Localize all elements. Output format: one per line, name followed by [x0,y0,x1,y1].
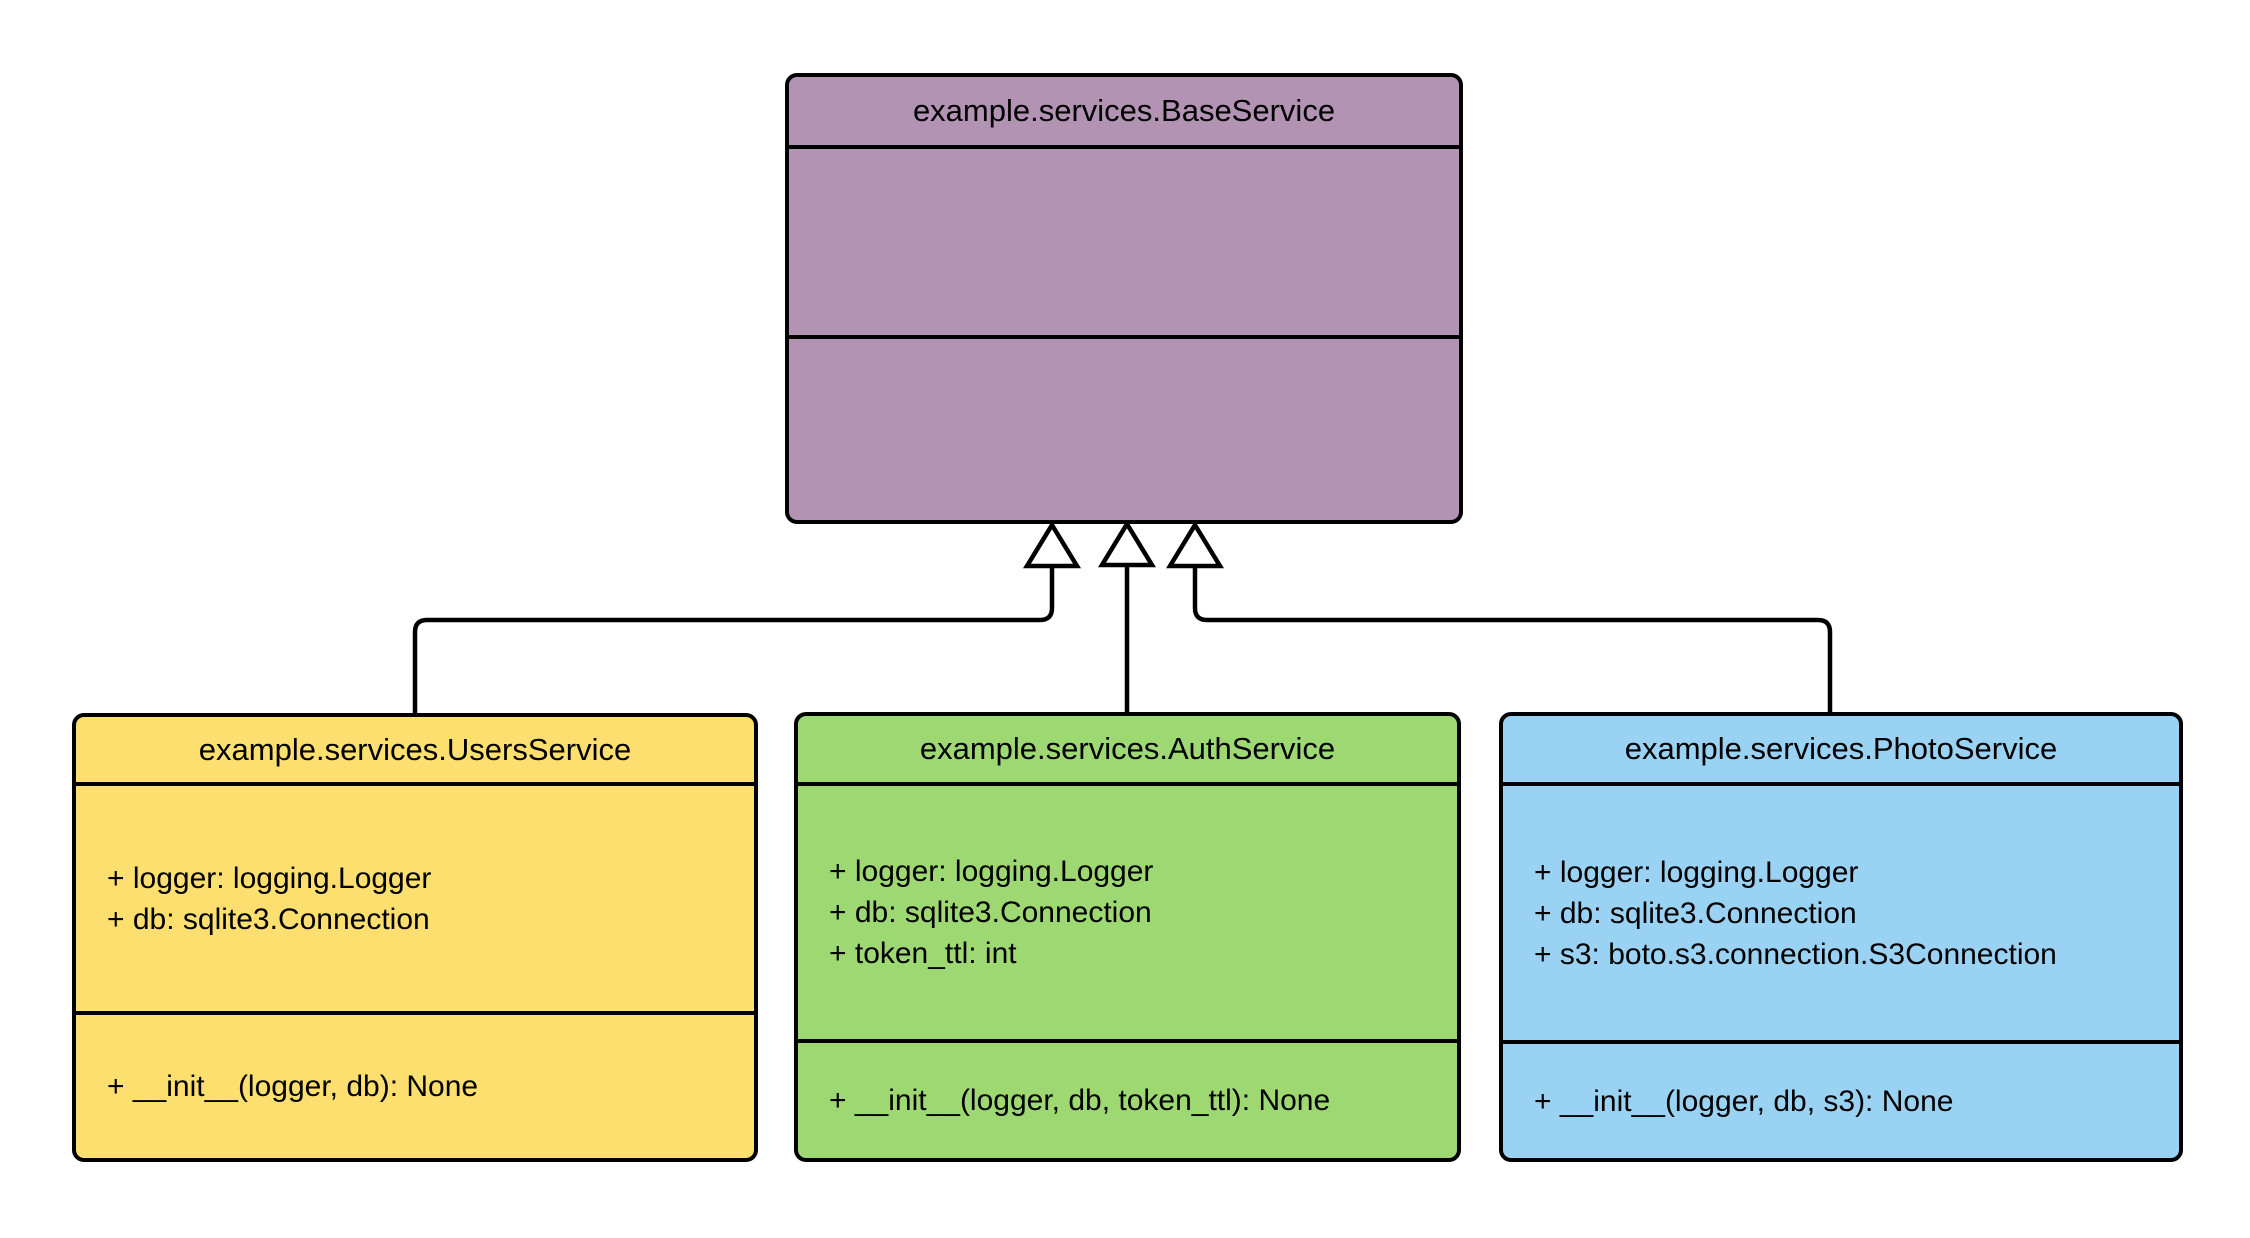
class-box-usersservice: example.services.UsersService + logger: … [72,713,758,1162]
attribute-line: + logger: logging.Logger [1534,855,1859,889]
inheritance-line-photo [1192,565,1833,712]
class-attributes-section: + logger: logging.Logger + db: sqlite3.C… [798,786,1457,1043]
attribute-line: + db: sqlite3.Connection [1534,896,1857,930]
class-box-photoservice: example.services.PhotoService + logger: … [1499,712,2183,1162]
inheritance-triangle-icon [1022,520,1082,569]
attribute-line: + db: sqlite3.Connection [107,902,430,936]
class-title: example.services.PhotoService [1503,716,2179,786]
attribute-line: + logger: logging.Logger [107,861,432,895]
class-box-authservice: example.services.AuthService + logger: l… [794,712,1461,1162]
inheritance-triangle-icon [1097,519,1157,568]
class-methods-section: + __init__(logger, db, s3): None [1503,1044,2179,1158]
class-title: example.services.AuthService [798,716,1457,786]
method-line: + __init__(logger, db, s3): None [1534,1084,1954,1118]
class-methods-section: + __init__(logger, db): None [76,1015,754,1158]
attribute-line: + logger: logging.Logger [829,855,1154,888]
class-methods-section: + __init__(logger, db, token_ttl): None [798,1043,1457,1158]
method-line: + __init__(logger, db): None [107,1070,479,1103]
class-methods-section [789,339,1459,520]
attribute-line: + token_ttl: int [829,937,1017,970]
method-line: + __init__(logger, db, token_ttl): None [829,1084,1331,1117]
class-attributes-section: + logger: logging.Logger + db: sqlite3.C… [1503,786,2179,1044]
class-box-baseservice: example.services.BaseService [785,73,1463,524]
class-attributes-section: + logger: logging.Logger + db: sqlite3.C… [76,786,754,1015]
class-title: example.services.UsersService [76,717,754,786]
attribute-line: + db: sqlite3.Connection [829,896,1152,929]
attribute-line: + s3: boto.s3.connection.S3Connection [1534,937,2057,971]
class-attributes-section [789,149,1459,339]
inheritance-triangle-icon [1165,520,1225,569]
class-title: example.services.BaseService [789,77,1459,149]
inheritance-line-users [412,565,1055,713]
